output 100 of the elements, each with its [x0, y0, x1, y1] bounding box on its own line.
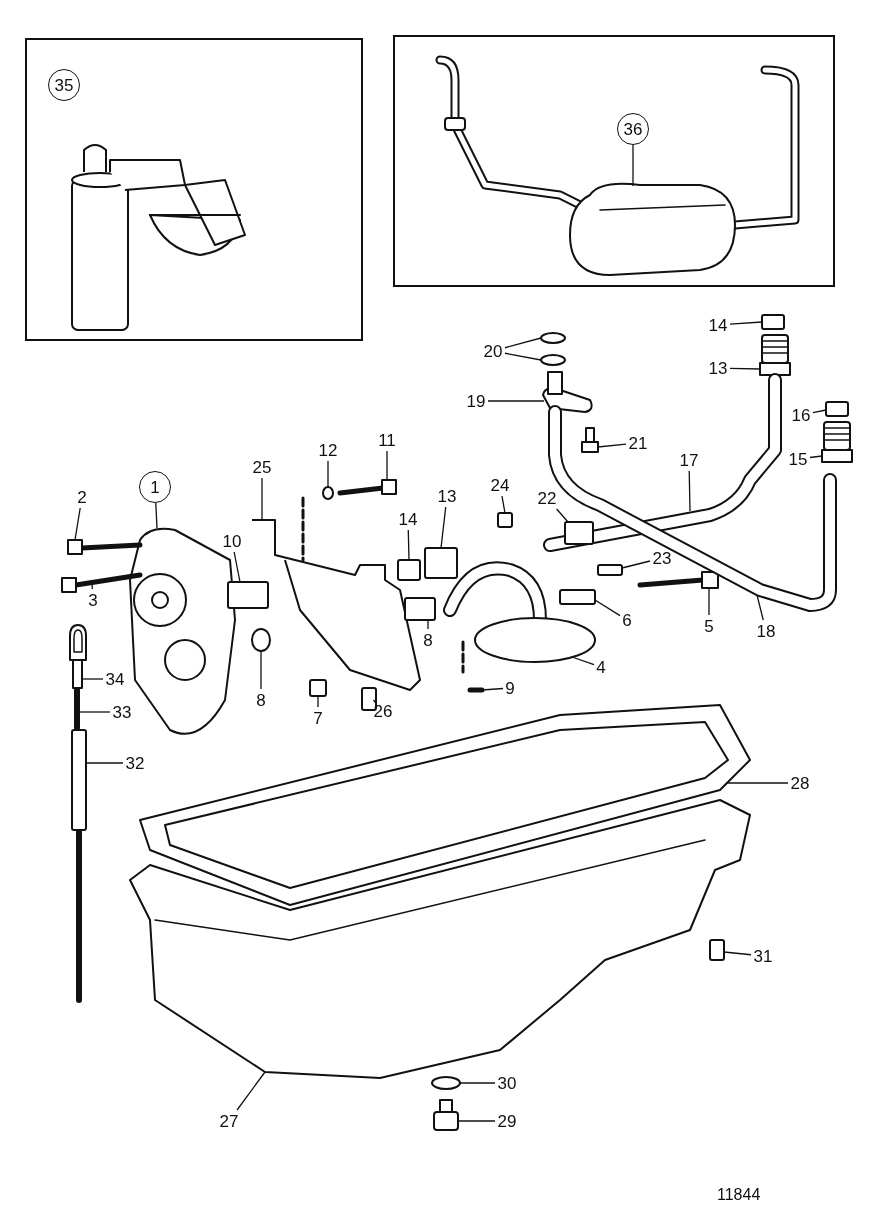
pipe-flange — [542, 371, 593, 413]
leader-line — [594, 599, 621, 617]
oil-pan — [129, 799, 751, 1079]
sealing-ring — [825, 401, 849, 417]
callout-number: 8 — [254, 689, 268, 711]
leader-line — [440, 506, 447, 549]
callout-number: 10 — [220, 530, 244, 552]
callout-number: 23 — [650, 547, 674, 569]
callout-number: 28 — [788, 772, 812, 794]
leader-line — [729, 321, 763, 325]
union-fitting — [759, 334, 791, 376]
callout-number: 21 — [626, 432, 650, 454]
callout-number: 29 — [495, 1110, 519, 1132]
oil-cooler — [435, 55, 800, 276]
leader-line — [597, 443, 627, 448]
leader-line — [236, 1071, 266, 1111]
washer — [540, 354, 566, 366]
leader-line — [317, 695, 319, 708]
leader-line — [427, 619, 429, 630]
callout-number: 32 — [123, 752, 147, 774]
leader-line — [81, 678, 104, 680]
leader-line — [756, 594, 764, 621]
drain-plug — [433, 1099, 459, 1131]
bolt — [637, 571, 719, 589]
leader-line — [708, 587, 710, 616]
callout-number: 5 — [702, 615, 716, 637]
leader-line — [155, 502, 158, 529]
callout-number: 14 — [396, 508, 420, 530]
washer — [431, 1076, 461, 1090]
dipstick-handle — [69, 624, 87, 689]
washer — [322, 486, 334, 500]
bolt — [467, 687, 485, 693]
callout-number: 16 — [789, 404, 813, 426]
union-fitting — [821, 421, 853, 463]
leader-line — [85, 762, 124, 764]
callout-number: 34 — [103, 668, 127, 690]
callout-number: 2 — [75, 486, 89, 508]
leader-line — [504, 352, 542, 361]
callout-number: 12 — [316, 439, 340, 461]
leader-line — [372, 699, 377, 704]
oil-strainer — [443, 561, 596, 663]
leader-line — [407, 529, 410, 561]
leader-line — [812, 409, 827, 414]
leader-line — [457, 1120, 496, 1122]
callout-number: 33 — [110, 701, 134, 723]
callout-number: 3 — [86, 589, 100, 611]
callout-number: 15 — [786, 448, 810, 470]
callout-number: 13 — [706, 357, 730, 379]
leader-line — [556, 508, 569, 523]
callout-number: 11 — [375, 429, 399, 451]
drawing-number: 11844 — [717, 1185, 761, 1205]
leader-line — [504, 337, 542, 349]
leader-line — [459, 1082, 496, 1084]
leader-line — [621, 560, 651, 569]
plate — [559, 589, 596, 605]
callout-number: 31 — [751, 945, 775, 967]
leader-line — [261, 477, 263, 521]
union-nut — [424, 547, 458, 579]
nut — [309, 679, 327, 697]
dipstick-rod — [74, 687, 82, 1003]
leader-line — [79, 711, 111, 713]
bolt — [709, 939, 725, 961]
callout-number: 24 — [488, 474, 512, 496]
leader-line — [327, 460, 329, 488]
leader-line — [481, 687, 504, 691]
callout-number: 19 — [464, 390, 488, 412]
guide-tube — [71, 729, 87, 831]
leader-line — [725, 782, 789, 784]
leader-line — [688, 470, 691, 512]
union-fitting — [404, 597, 436, 621]
callout-number: 4 — [594, 656, 608, 678]
leader-line — [729, 367, 761, 370]
leader-line — [233, 551, 241, 583]
callout-number: 7 — [311, 707, 325, 729]
callout-number: 6 — [620, 609, 634, 631]
bolt — [337, 479, 397, 496]
callout-number: 17 — [677, 449, 701, 471]
callout-number: 1 — [139, 471, 171, 503]
callout-number: 18 — [754, 620, 778, 642]
leader-line — [501, 495, 506, 514]
leader-line — [386, 450, 388, 481]
callout-number: 22 — [535, 487, 559, 509]
callout-number: 14 — [706, 314, 730, 336]
callout-number: 9 — [503, 677, 517, 699]
sealing-ring — [761, 314, 785, 330]
bolt — [61, 572, 143, 593]
callout-number: 30 — [495, 1072, 519, 1094]
callout-number: 8 — [421, 629, 435, 651]
bolt — [67, 539, 143, 555]
callout-number: 25 — [250, 456, 274, 478]
leader-line — [723, 951, 752, 956]
leader-line — [260, 650, 262, 690]
spacer — [227, 581, 269, 609]
nut — [497, 512, 513, 528]
callout-number: 20 — [481, 340, 505, 362]
leader-line — [632, 144, 634, 187]
washer — [540, 332, 566, 344]
callout-number: 13 — [435, 485, 459, 507]
leader-line — [809, 455, 823, 459]
leader-line — [487, 400, 545, 402]
